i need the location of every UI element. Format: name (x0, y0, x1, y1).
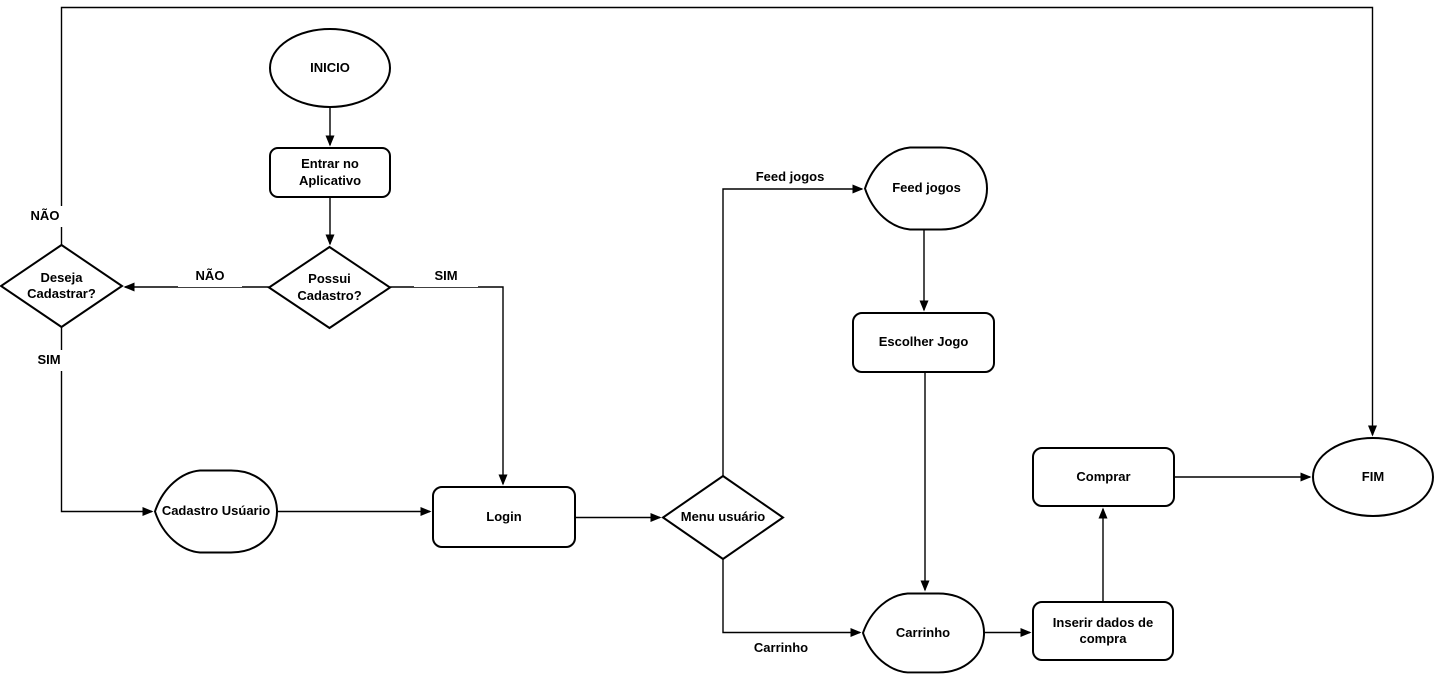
edge-deseja-fim (60, 6, 1377, 437)
node-inserir-shape (1032, 601, 1174, 661)
edge-deseja-cadastro (60, 327, 154, 516)
node-inicio-shape (269, 28, 391, 108)
node-deseja-shape (0, 243, 124, 329)
edge-menu-feed (722, 184, 864, 476)
node-possui-shape (267, 245, 392, 330)
node-cadastro-usuario-shape (153, 469, 279, 554)
node-fim-shape (1312, 437, 1434, 517)
node-comprar-shape (1032, 447, 1175, 507)
node-entrar-shape (269, 147, 391, 198)
node-login-shape (432, 486, 576, 548)
edge-possui-login (390, 286, 508, 486)
node-escolher-shape (852, 312, 995, 373)
edge-menu-carrinho (722, 559, 862, 637)
node-carrinho-shape (861, 592, 986, 674)
node-menu-shape (661, 474, 785, 561)
node-feed-shape (863, 146, 989, 231)
